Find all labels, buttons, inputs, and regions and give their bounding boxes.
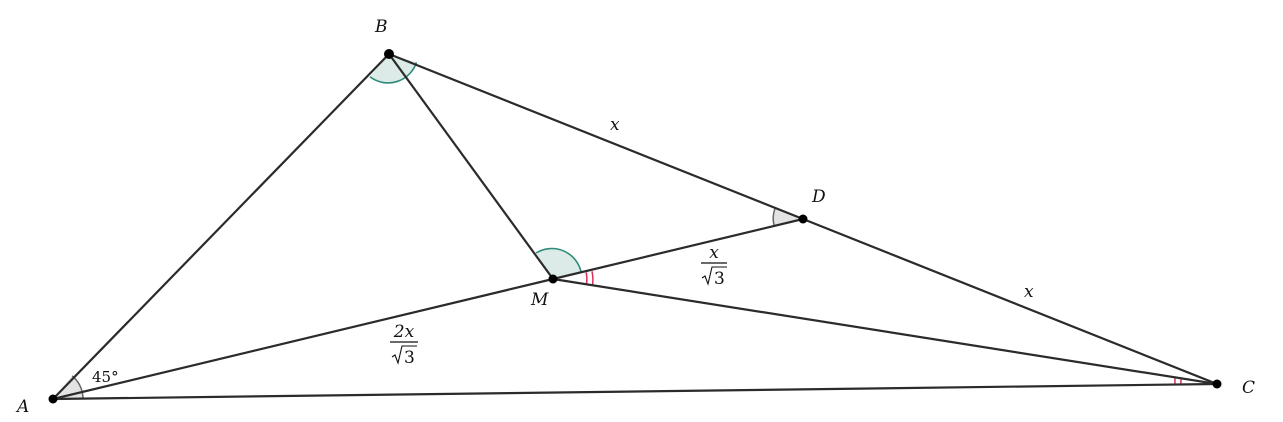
- angle-arc-M-red-2: [591, 271, 594, 285]
- angle-arc-M-red-1: [585, 272, 588, 284]
- length-BD: x: [610, 115, 620, 135]
- point-M: [548, 274, 558, 284]
- label-M: M: [530, 290, 549, 310]
- length-MD-radicand: 3: [714, 269, 725, 289]
- segment-BM: [388, 53, 554, 280]
- segments: [52, 52, 1218, 401]
- points: [48, 49, 1222, 404]
- label-B: B: [374, 17, 388, 37]
- point-D: [798, 214, 808, 224]
- label-D: D: [811, 187, 826, 207]
- angle-arc-B: [369, 62, 418, 84]
- segment-AM: [52, 277, 554, 401]
- segment-DC: [802, 217, 1218, 386]
- angle-mark-M: [536, 248, 582, 279]
- point-B: [384, 49, 394, 59]
- point-labels: B A M D C: [15, 17, 1255, 417]
- length-MD-denominator: 3: [701, 266, 727, 289]
- angle-arc-M: [535, 247, 583, 274]
- point-A: [48, 394, 58, 404]
- sqrt-sign: [701, 266, 727, 286]
- segment-MD: [552, 217, 804, 281]
- segment-AB: [52, 53, 390, 400]
- length-AM-radicand: 3: [404, 348, 415, 368]
- length-DC: x: [1024, 282, 1034, 302]
- angle-label-A: 45°: [92, 368, 119, 386]
- length-AM: 2x 3: [390, 322, 418, 368]
- length-AM-numerator: 2x: [393, 322, 415, 342]
- length-AM-denominator: 3: [391, 345, 417, 368]
- length-labels: x x x 3 2x 3: [390, 115, 1034, 368]
- segment-AC: [52, 382, 1218, 401]
- label-A: A: [15, 397, 29, 417]
- length-MD: x 3: [701, 243, 727, 289]
- point-C: [1212, 379, 1222, 389]
- label-C: C: [1242, 378, 1255, 398]
- segment-MC: [552, 277, 1218, 386]
- length-MD-numerator: x: [709, 243, 719, 263]
- sqrt-sign: [391, 345, 417, 365]
- angle-mark-D: [773, 207, 803, 226]
- segment-BD: [388, 52, 804, 221]
